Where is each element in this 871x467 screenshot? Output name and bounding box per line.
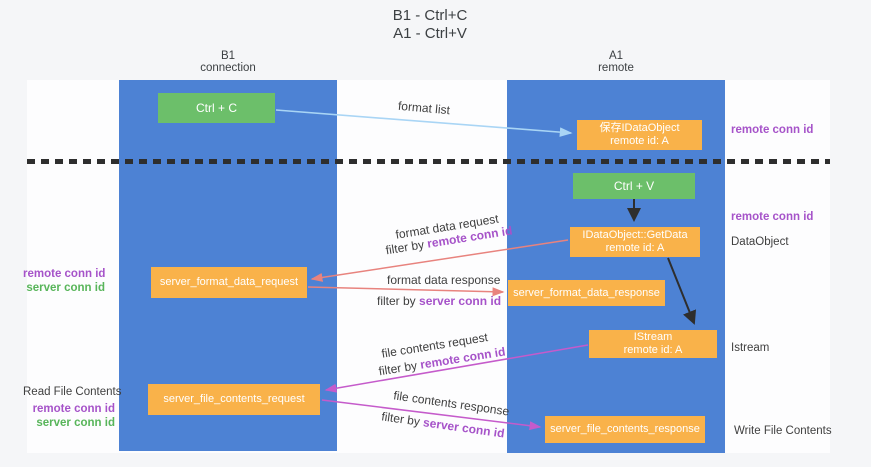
lane-a1-subtitle: remote xyxy=(598,61,634,74)
write-file-contents-label: Write File Contents xyxy=(734,425,832,437)
istream-side-label: Istream xyxy=(731,342,770,354)
remote-conn-id-label-left-top: remote conn id xyxy=(23,268,106,280)
format-data-response-label: format data response xyxy=(387,273,501,287)
server-conn-id-label-left-bottom: server conn id xyxy=(36,417,115,429)
getdata-line2: remote id: A xyxy=(605,242,665,254)
dataobject-label: DataObject xyxy=(731,236,789,248)
remote-conn-id-label-left-bottom: remote conn id xyxy=(32,403,115,415)
istream-line2: remote id: A xyxy=(623,344,683,356)
format-list-arrow xyxy=(275,109,573,137)
lane-b1-subtitle: connection xyxy=(200,61,256,74)
filter-by-prefix: filter by xyxy=(377,294,416,308)
lane-a1-name: A1 xyxy=(608,50,624,62)
server-conn-id-key: server conn id xyxy=(419,294,502,308)
title-line-1: B1 - Ctrl+C xyxy=(392,7,468,24)
title-line-2: A1 - Ctrl+V xyxy=(393,25,467,42)
diagram-title: B1 - Ctrl+C A1 - Ctrl+V xyxy=(340,7,520,43)
getdata-line1: IDataObject::GetData xyxy=(582,229,688,241)
remote-conn-id-label-right-top: remote conn id xyxy=(731,124,814,136)
format-data-response-arrow xyxy=(307,286,505,297)
format-data-request-arrow xyxy=(310,239,569,282)
session-divider-dashed-line xyxy=(27,159,830,164)
server-format-data-response-box: server_format_data_response xyxy=(508,280,665,306)
read-file-contents-label: Read File Contents xyxy=(23,386,122,398)
server-format-data-request-box: server_format_data_request xyxy=(151,267,307,298)
getdata-to-istream-arrow xyxy=(667,257,697,325)
saved-dataobject-line2: remote id: A xyxy=(610,135,669,147)
filter-by-server-conn-id-label-1: filter by server conn id xyxy=(377,294,501,308)
saved-dataobject-box: 保存IDataObject remote id: A xyxy=(577,120,702,150)
istream-box: IStream remote id: A xyxy=(589,330,717,358)
server-file-contents-request-box: server_file_contents_request xyxy=(148,384,320,415)
lane-b1-name: B1 xyxy=(220,50,236,62)
istream-line1: IStream xyxy=(633,331,673,343)
server-file-contents-response-box: server_file_contents_response xyxy=(545,416,705,443)
file-contents-request-arrow xyxy=(324,344,589,393)
ctrl-v-box: Ctrl + V xyxy=(573,173,695,199)
ctrl-c-box: Ctrl + C xyxy=(158,93,275,123)
server-conn-id-label-left-top: server conn id xyxy=(26,282,105,294)
remote-conn-id-label-right-mid: remote conn id xyxy=(731,211,814,223)
file-contents-response-arrow xyxy=(321,399,542,431)
lane-header-a1: A1 remote xyxy=(507,50,725,74)
saved-dataobject-line1: 保存IDataObject xyxy=(599,122,680,134)
idataobject-getdata-box: IDataObject::GetData remote id: A xyxy=(570,227,700,257)
lane-header-b1: B1 connection xyxy=(119,50,337,74)
